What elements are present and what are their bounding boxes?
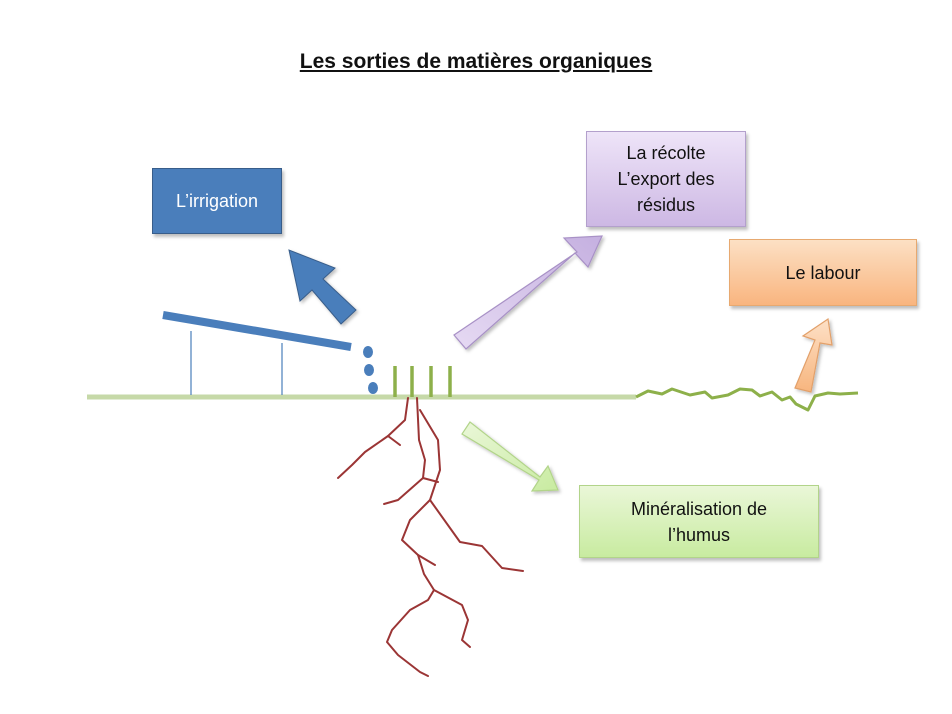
water-drops-icon [363, 346, 378, 394]
harvest-box: La récolte L’export des résidus [586, 131, 746, 227]
mineralisation-box: Minéralisation de l’humus [579, 485, 819, 558]
irrigation-box: L’irrigation [152, 168, 282, 234]
irrigation-label: L’irrigation [175, 191, 259, 211]
mineralisation-label: Minéralisation de l’humus [630, 498, 768, 545]
ploughed-ground [635, 387, 859, 412]
harvest-label: La récolte L’export des résidus [617, 143, 715, 215]
mineralisation-arrow-icon [461, 421, 559, 492]
irrigation-arrow-icon [288, 249, 357, 325]
harvest-arrow-icon [453, 235, 603, 350]
page-title: Les sorties de matières organiques [299, 50, 653, 73]
roots-icon [337, 397, 524, 677]
grass-blades [393, 366, 452, 397]
plough-arrow-icon [794, 317, 833, 393]
irrigation-pipe [162, 311, 352, 351]
plough-label: Le labour [785, 262, 861, 283]
plough-box: Le labour [729, 239, 917, 306]
